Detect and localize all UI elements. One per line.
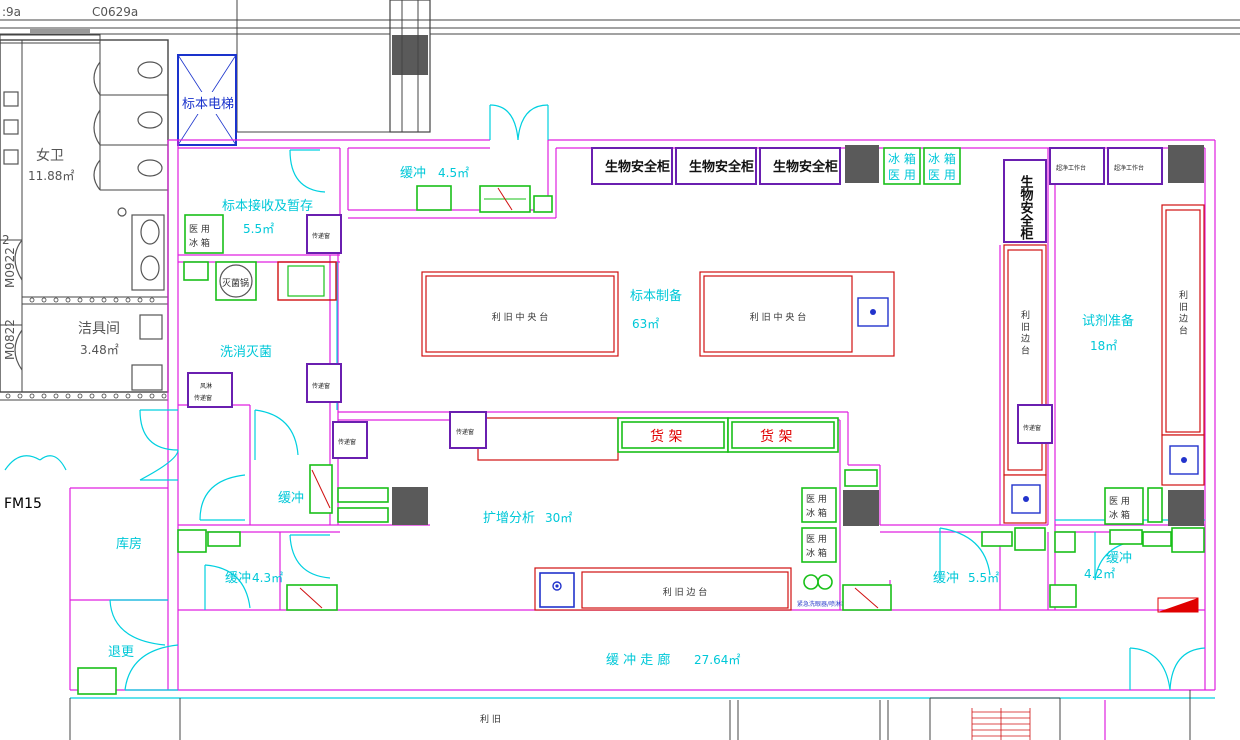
buffer-top-area: 4.5㎡	[438, 166, 469, 180]
amplification-name: 扩增分析	[483, 511, 535, 526]
shower-label: 紧急洗眼器/喷淋装置	[797, 600, 853, 608]
top-label-left: :9a	[2, 5, 21, 19]
shelves: 货 架 货 架	[477, 417, 839, 461]
door-m0822: M0822	[3, 319, 17, 360]
bsc-4-label: 生物安全柜	[1018, 174, 1035, 240]
bottom-side-table: 利 旧 边 台	[534, 567, 792, 611]
janitor-name: 洁具间	[78, 321, 120, 337]
center-tables: 利 旧 中 央 台 利 旧 中 央 台	[421, 271, 895, 357]
small-fixtures	[77, 185, 1205, 695]
fridge-6-line2: 冰 箱	[806, 547, 827, 559]
bottom-table-label: 利 旧 边 台	[663, 586, 708, 598]
pass-box-5-label: 传递窗	[1023, 424, 1041, 432]
pass-box-4-label: 传递窗	[456, 428, 474, 436]
pass-box-2-label: 传递窗	[312, 382, 330, 390]
shelf-1-label: 货 架	[650, 428, 682, 445]
buffer-42-name: 缓冲	[1106, 551, 1132, 566]
fridge-2-line1: 冰 箱	[928, 151, 956, 166]
corridor-name: 缓 冲 走 廊	[606, 652, 670, 668]
fridge-5-line2: 冰 箱	[806, 507, 827, 519]
reagent-prep-area: 18㎡	[1090, 339, 1117, 353]
bsc-1	[591, 147, 673, 185]
room-labels: 标本接收及暂存 5.5㎡ 缓冲 4.5㎡ 标本制备 63㎡ 试剂准备 18㎡ 洗…	[4, 166, 1134, 668]
fridge-5-line1: 医 用	[806, 494, 827, 505]
buffer-42-area: 4.2㎡	[1084, 567, 1115, 581]
clean-bench-1-label: 超净工作台	[1056, 164, 1086, 172]
air-shower-pass-2: 传递窗	[194, 394, 212, 402]
clean-bench-2-label: 超净工作台	[1114, 164, 1144, 172]
side-table-v1-label: 利 旧 边 台	[1019, 309, 1030, 356]
bottom-building-edge: 利 旧	[69, 690, 1191, 740]
buffer-43-area: 4.3㎡	[252, 571, 283, 585]
pass-boxes: 传递窗 传递窗 传递窗 传递窗 传递窗 风淋 传递窗	[187, 214, 1053, 459]
reagent-prep-name: 试剂准备	[1082, 313, 1134, 329]
specimen-prep-area: 63㎡	[632, 317, 659, 331]
top-label-mid: C0629a	[92, 5, 138, 19]
womens-wc-area: 11.88㎡	[28, 169, 74, 183]
center-table-2-label: 利 旧 中 央 台	[750, 311, 806, 323]
specimen-prep-name: 标本制备	[630, 288, 682, 304]
door-two: 2	[2, 233, 10, 247]
bsc-3	[759, 147, 841, 185]
medical-fridges: 冰 箱 医 用 冰 箱 医 用 医 用 冰 箱 医 用 冰 箱 医 用 冰 箱 …	[184, 147, 1144, 563]
fridge-3-line1: 医 用	[189, 224, 210, 235]
wash-sink	[277, 261, 337, 301]
door-m0922: M0922	[3, 247, 17, 288]
buffer-small-name: 缓冲	[278, 491, 304, 506]
fridge-4-line1: 医 用	[1109, 496, 1130, 507]
bottom-reused-label: 利 旧	[480, 713, 501, 725]
shelf-2-label: 货 架	[760, 428, 792, 445]
amplification-area: 30㎡	[545, 511, 572, 525]
fridge-2-line2: 医 用	[928, 168, 956, 182]
undress-name: 退更	[108, 645, 134, 660]
fridge-6-line1: 医 用	[806, 534, 827, 545]
bio-safety-cabinets: 生物安全柜 生物安全柜 生物安全柜 生物安全柜	[591, 147, 1047, 243]
buffer-55-name: 缓冲	[933, 571, 959, 586]
clean-benches: 超净工作台 超净工作台	[1049, 147, 1163, 185]
air-shower-pass-1: 风淋	[200, 382, 212, 390]
janitor-area: 3.48㎡	[80, 343, 119, 357]
vertical-side-tables: 利 旧 边 台 利 旧 边 台	[1003, 204, 1205, 524]
pass-box-1-label: 传递窗	[312, 232, 330, 240]
fridge-3-line2: 冰 箱	[189, 237, 210, 249]
bsc-2-label: 生物安全柜	[689, 159, 754, 175]
bsc-3-label: 生物安全柜	[773, 159, 838, 175]
specimen-receive-area: 5.5㎡	[243, 222, 274, 236]
doors	[4, 104, 1206, 691]
washroom-block: 女卫 11.88㎡ 洁具间 3.48㎡ M0922 M0822 2	[0, 34, 169, 401]
storeroom-name: 库房	[116, 536, 142, 552]
buffer-43-name: 缓冲	[225, 571, 251, 586]
structural-columns	[392, 145, 1204, 526]
center-table-1-label: 利 旧 中 央 台	[492, 311, 548, 323]
specimen-elevator: 标本电梯	[177, 54, 237, 146]
autoclave: 灭菌锅	[215, 261, 257, 301]
bsc-4	[1003, 159, 1047, 243]
fridge-1-line2: 医 用	[888, 168, 916, 182]
buffer-top-name: 缓冲	[400, 166, 426, 181]
pass-box-3-label: 传递窗	[338, 438, 356, 446]
side-table-v2-label: 利 旧 边 台	[1177, 289, 1188, 336]
fridge-4-line2: 冰 箱	[1109, 509, 1130, 521]
autoclave-label: 灭菌锅	[222, 277, 249, 289]
buffer-55-area: 5.5㎡	[968, 571, 999, 585]
elevator-label: 标本电梯	[182, 97, 234, 112]
corridor-area: 27.64㎡	[694, 653, 740, 667]
emergency-shower: 紧急洗眼器/喷淋装置	[797, 574, 853, 608]
bsc-2	[675, 147, 757, 185]
bsc-1-label: 生物安全柜	[605, 159, 670, 175]
wash-sterilize-name: 洗消灭菌	[220, 345, 272, 360]
door-fm15: FM15	[4, 496, 42, 512]
fridge-1-line1: 冰 箱	[888, 151, 916, 166]
specimen-receive-name: 标本接收及暂存	[222, 198, 313, 214]
womens-wc-name: 女卫	[36, 147, 64, 164]
